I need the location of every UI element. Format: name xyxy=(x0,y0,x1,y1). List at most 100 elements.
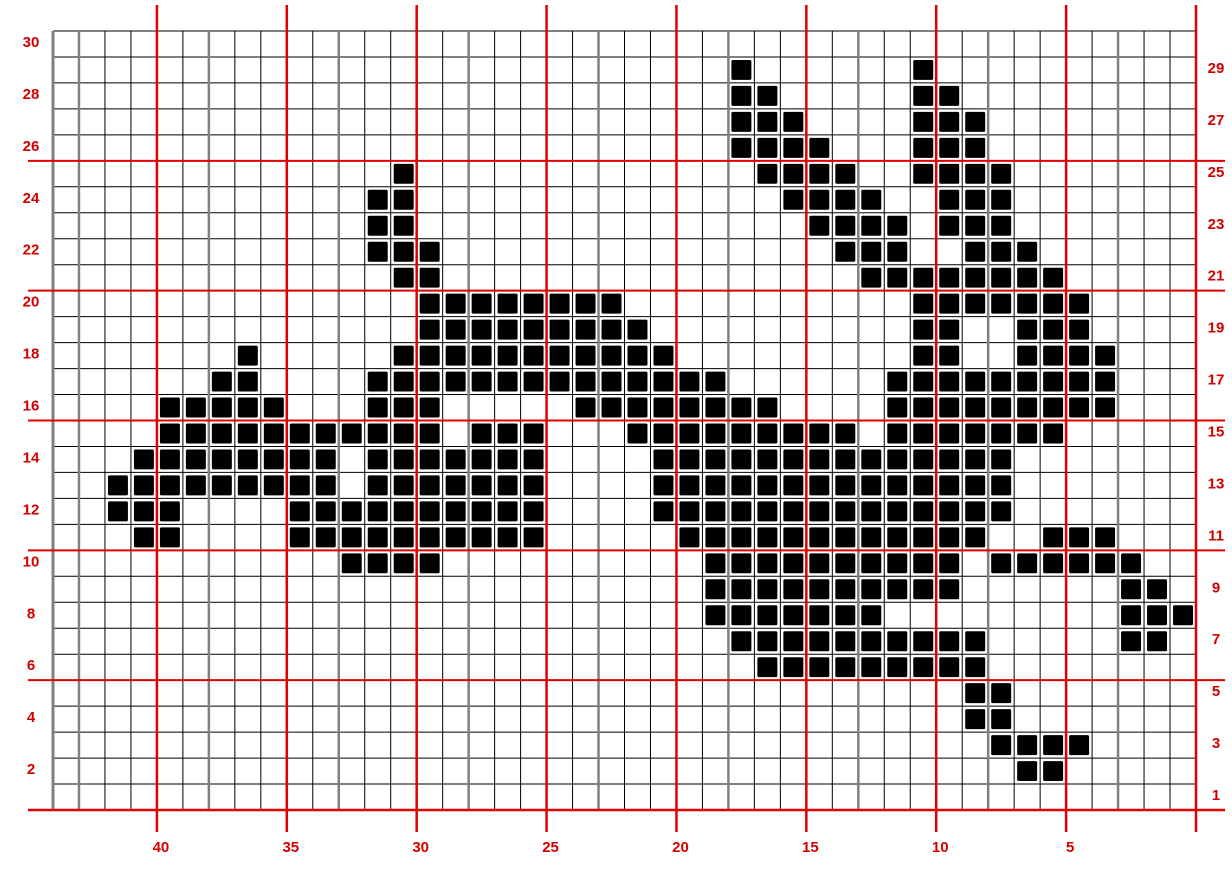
stitch-square xyxy=(939,268,959,288)
stitch-square xyxy=(757,475,777,495)
stitch-square xyxy=(731,86,751,106)
stitch-square xyxy=(1095,346,1115,366)
stitch-square xyxy=(809,631,829,651)
stitch-square xyxy=(576,346,596,366)
stitch-square xyxy=(472,372,492,392)
stitch-square xyxy=(238,449,258,469)
stitch-square xyxy=(861,268,881,288)
stitch-square xyxy=(991,398,1011,418)
stitch-square xyxy=(887,242,907,262)
stitch-square xyxy=(628,320,648,340)
stitch-square xyxy=(783,190,803,210)
stitch-square xyxy=(472,527,492,547)
stitch-square xyxy=(186,475,206,495)
stitch-square xyxy=(757,631,777,651)
stitch-square xyxy=(524,424,544,444)
stitch-square xyxy=(757,86,777,106)
stitch-square xyxy=(1017,372,1037,392)
stitch-square xyxy=(939,475,959,495)
stitch-square xyxy=(420,242,440,262)
stitch-square xyxy=(368,190,388,210)
stitch-square xyxy=(1069,346,1089,366)
stitch-square xyxy=(887,424,907,444)
stitch-square xyxy=(316,501,336,521)
stitch-square xyxy=(160,398,180,418)
stitch-square xyxy=(913,553,933,573)
stitch-square xyxy=(835,475,855,495)
stitch-square xyxy=(809,579,829,599)
stitch-square xyxy=(238,346,258,366)
stitch-square xyxy=(991,190,1011,210)
stitch-square xyxy=(472,294,492,314)
stitch-square xyxy=(913,527,933,547)
stitch-square xyxy=(472,424,492,444)
stitch-square xyxy=(731,605,751,625)
stitch-square xyxy=(342,527,362,547)
stitch-square xyxy=(939,86,959,106)
stitch-square xyxy=(420,294,440,314)
stitch-square xyxy=(446,346,466,366)
stitch-square xyxy=(524,320,544,340)
stitch-square xyxy=(939,294,959,314)
stitch-square xyxy=(939,501,959,521)
stitch-square xyxy=(913,398,933,418)
stitch-square xyxy=(835,631,855,651)
stitch-square xyxy=(705,553,725,573)
stitch-square xyxy=(394,449,414,469)
stitch-square xyxy=(498,320,518,340)
stitch-square xyxy=(134,527,154,547)
stitch-square xyxy=(212,475,232,495)
stitch-square xyxy=(731,475,751,495)
stitch-square xyxy=(134,449,154,469)
stitch-square xyxy=(160,475,180,495)
stitch-square xyxy=(498,424,518,444)
stitch-square xyxy=(809,138,829,158)
stitch-square xyxy=(809,553,829,573)
stitch-square xyxy=(861,475,881,495)
stitch-square xyxy=(783,449,803,469)
stitch-square xyxy=(965,449,985,469)
stitch-square xyxy=(783,527,803,547)
stitch-square xyxy=(653,501,673,521)
stitch-square xyxy=(498,475,518,495)
row-label-left: 26 xyxy=(23,138,40,155)
stitch-square xyxy=(991,683,1011,703)
stitch-square xyxy=(602,372,622,392)
stitch-square xyxy=(757,553,777,573)
stitch-square xyxy=(965,501,985,521)
stitch-square xyxy=(809,216,829,236)
stitch-square xyxy=(1017,320,1037,340)
stitch-square xyxy=(1043,268,1063,288)
row-label-left: 8 xyxy=(27,605,35,622)
stitch-square xyxy=(290,449,310,469)
row-label-left: 10 xyxy=(23,553,40,570)
stitch-square xyxy=(965,268,985,288)
stitch-square xyxy=(783,138,803,158)
stitch-square xyxy=(939,527,959,547)
stitch-square xyxy=(757,657,777,677)
stitch-square xyxy=(757,398,777,418)
stitch-square xyxy=(1121,631,1141,651)
stitch-square xyxy=(316,424,336,444)
stitch-square xyxy=(576,294,596,314)
stitch-square xyxy=(887,268,907,288)
stitch-square xyxy=(212,424,232,444)
stitch-square xyxy=(524,294,544,314)
row-label-right: 15 xyxy=(1208,423,1225,440)
stitch-square xyxy=(939,372,959,392)
stitch-square xyxy=(731,501,751,521)
stitch-square xyxy=(835,164,855,184)
stitch-square xyxy=(420,475,440,495)
stitch-square xyxy=(238,475,258,495)
stitch-square xyxy=(212,372,232,392)
stitch-square xyxy=(394,424,414,444)
stitch-square xyxy=(835,449,855,469)
row-label-left: 20 xyxy=(23,294,40,311)
stitch-square xyxy=(835,605,855,625)
row-label-right: 27 xyxy=(1208,112,1225,129)
stitch-square xyxy=(887,553,907,573)
stitch-square xyxy=(757,527,777,547)
stitch-square xyxy=(342,501,362,521)
stitch-square xyxy=(368,527,388,547)
stitch-square xyxy=(420,449,440,469)
